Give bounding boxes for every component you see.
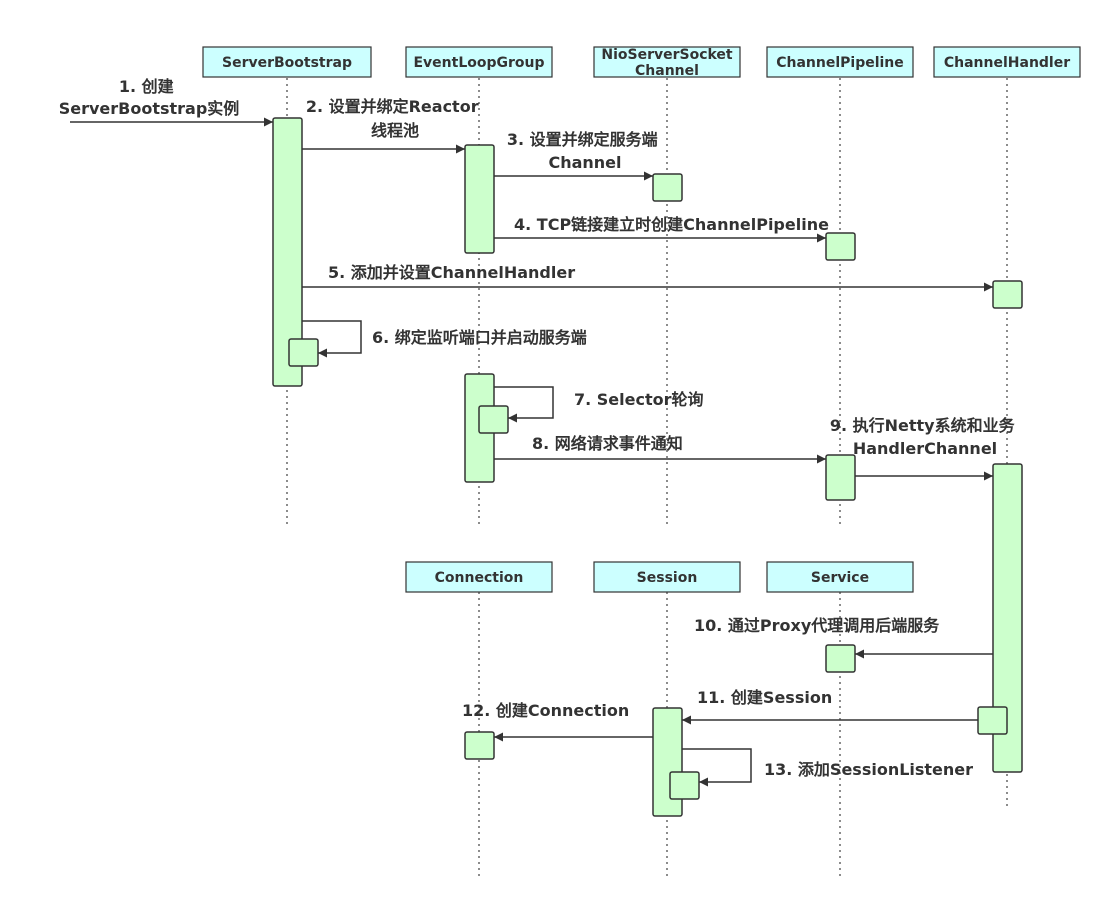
svg-text:ServerBootstrap: ServerBootstrap (222, 55, 352, 71)
message-label-2: 2. 设置并绑定Reactor 线程池 (306, 97, 484, 140)
participant-channel-pipeline: ChannelPipeline (766, 46, 914, 78)
activation-channel-handler-inner (977, 706, 1008, 735)
activation-session-self (669, 771, 700, 800)
message-label-13: 13. 添加SessionListener (764, 760, 973, 779)
message-label-7: 7. Selector轮询 (574, 390, 704, 409)
activation-event-loop-group-self (478, 405, 509, 434)
activation-nio-server-socket-channel (652, 173, 683, 202)
participant-channel-handler: ChannelHandler (933, 46, 1081, 78)
participant-session: Session (593, 561, 741, 593)
activation-channel-pipeline-1 (825, 232, 856, 261)
activation-channel-pipeline-2 (825, 454, 856, 501)
message-label-8: 8. 网络请求事件通知 (532, 434, 683, 453)
message-label-12: 12. 创建Connection (462, 701, 629, 720)
arrow-7-self (494, 386, 554, 423)
participant-server-bootstrap: ServerBootstrap (202, 46, 372, 78)
message-label-6: 6. 绑定监听端口并启动服务端 (372, 328, 587, 347)
svg-text:EventLoopGroup: EventLoopGroup (413, 55, 544, 71)
activation-channel-handler-2 (992, 463, 1023, 773)
participant-connection: Connection (405, 561, 553, 593)
activation-connection (464, 731, 495, 760)
svg-text:ChannelHandler: ChannelHandler (944, 55, 1070, 71)
message-label-10: 10. 通过Proxy代理调用后端服务 (694, 616, 940, 635)
participant-event-loop-group: EventLoopGroup (405, 46, 553, 78)
participant-nio-server-socket-channel: NioServerSocket Channel (593, 46, 741, 79)
activation-service (825, 644, 856, 673)
message-label-9: 9. 执行Netty系统和业务 HandlerChannel (830, 416, 1020, 458)
svg-text:Service: Service (811, 570, 869, 586)
svg-text:ChannelPipeline: ChannelPipeline (776, 55, 904, 71)
participant-service: Service (766, 561, 914, 593)
arrow-13-self (682, 748, 752, 787)
arrow-6-self (302, 320, 362, 358)
activation-event-loop-group-1 (464, 144, 495, 254)
activation-server-bootstrap (272, 117, 303, 387)
activation-server-bootstrap-self (288, 338, 319, 367)
message-label-1: 1. 创建 ServerBootstrap实例 (59, 77, 240, 118)
svg-text:Channel: Channel (635, 63, 699, 79)
activation-session (652, 707, 683, 817)
svg-text:Connection: Connection (435, 570, 524, 586)
message-label-4: 4. TCP链接建立时创建ChannelPipeline (514, 215, 829, 234)
svg-text:NioServerSocket: NioServerSocket (601, 47, 733, 63)
message-label-11: 11. 创建Session (697, 688, 832, 707)
svg-text:Session: Session (637, 570, 698, 586)
message-label-3: 3. 设置并绑定服务端 Channel (507, 130, 663, 172)
message-label-5: 5. 添加并设置ChannelHandler (328, 263, 575, 282)
activation-channel-handler-1 (992, 280, 1023, 309)
